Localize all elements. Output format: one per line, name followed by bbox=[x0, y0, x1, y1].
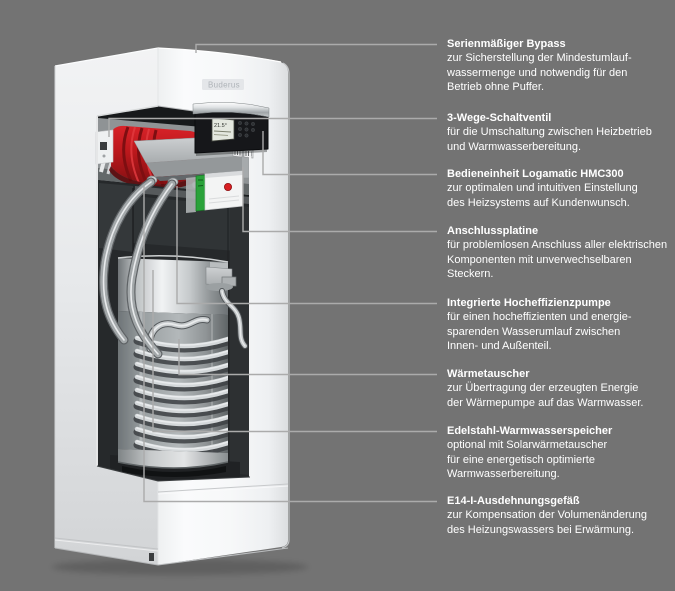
callout-title: E14-I-Ausdehnungsgefäß bbox=[447, 495, 580, 507]
side-panel-seam bbox=[54, 537, 159, 550]
callout-title: Serienmäßiger Bypass bbox=[447, 38, 566, 50]
callout-exchanger: Wärmetauscher zur Übertragung der erzeug… bbox=[447, 367, 675, 410]
callout-body: optional mit Solarwärmetauscher für eine… bbox=[447, 439, 608, 480]
callout-body: zur Kompensation der Volumenänderung des… bbox=[447, 509, 647, 536]
callout-title: Anschlussplatine bbox=[447, 225, 539, 237]
callout-pump: Integrierte Hocheffizienzpumpe für einen… bbox=[447, 296, 675, 353]
callout-body: für die Umschaltung zwischen Heizbetrieb… bbox=[447, 126, 652, 153]
brand-logo: Buderus bbox=[208, 81, 240, 90]
brand-logo-plate bbox=[202, 79, 244, 90]
callout-line-board bbox=[242, 167, 437, 233]
callout-body: zur Sicherstellung der Mindestumlauf- wa… bbox=[447, 52, 632, 93]
callout-tank: Edelstahl-Warmwasserspeicher optional mi… bbox=[447, 424, 675, 481]
callout-line-tank bbox=[152, 270, 437, 433]
tank-bottom-rim bbox=[118, 449, 228, 468]
connection-board bbox=[186, 170, 244, 213]
callout-bypass: Serienmäßiger Bypass zur Sicherstellung … bbox=[447, 37, 675, 94]
status-led bbox=[223, 182, 232, 191]
callout-title: Integrierte Hocheffizienzpumpe bbox=[447, 297, 611, 309]
callout-line-bypass bbox=[195, 43, 437, 53]
chrome-handle-bar bbox=[192, 101, 270, 118]
callout-vessel: E14-I-Ausdehnungsgefäß zur Kompensation … bbox=[447, 494, 675, 537]
callout-display: Bedieneinheit Logamatic HMC300 zur optim… bbox=[447, 167, 675, 210]
three-way-valve bbox=[95, 129, 114, 165]
front-panel-seam bbox=[157, 483, 289, 493]
callout-lines bbox=[108, 43, 437, 503]
cutaway-interior bbox=[95, 105, 254, 482]
flexible-hoses bbox=[99, 175, 201, 359]
callout-line-valve bbox=[108, 117, 437, 137]
callout-body: für problemlosen Anschluss aller elektri… bbox=[447, 239, 668, 280]
callout-board: Anschlussplatine für problemlosen Anschl… bbox=[447, 224, 675, 281]
cabinet-foot bbox=[149, 553, 154, 561]
callout-title: Wärmetauscher bbox=[447, 368, 530, 380]
callout-line-exchanger bbox=[178, 339, 437, 376]
callout-body: zur optimalen und intuitiven Einstellung… bbox=[447, 182, 638, 209]
hot-water-tank bbox=[117, 255, 248, 477]
tank-top-fitting bbox=[205, 262, 248, 349]
lcd-screen-text: 21.5° bbox=[214, 123, 227, 129]
lcd-screen bbox=[211, 117, 235, 142]
coil-inlet-pipe bbox=[146, 316, 211, 353]
callout-body: zur Übertragung der erzeugten Energie de… bbox=[447, 382, 644, 409]
callout-title: Edelstahl-Warmwasserspeicher bbox=[447, 425, 613, 437]
callout-body: für einen hocheffizienten und energie- s… bbox=[447, 311, 632, 352]
callout-line-display bbox=[262, 131, 437, 176]
callout-title: 3-Wege-Schaltventil bbox=[447, 112, 552, 124]
callout-line-pump bbox=[176, 186, 437, 305]
heat-exchanger-coil bbox=[133, 316, 228, 453]
floor-shadow bbox=[52, 559, 308, 575]
control-display: 21.5° bbox=[192, 101, 270, 156]
callout-line-vessel bbox=[143, 186, 437, 503]
callout-title: Bedieneinheit Logamatic HMC300 bbox=[447, 168, 624, 180]
callout-valve: 3-Wege-Schaltventil für die Umschaltung … bbox=[447, 111, 675, 154]
display-buttons bbox=[238, 121, 255, 138]
